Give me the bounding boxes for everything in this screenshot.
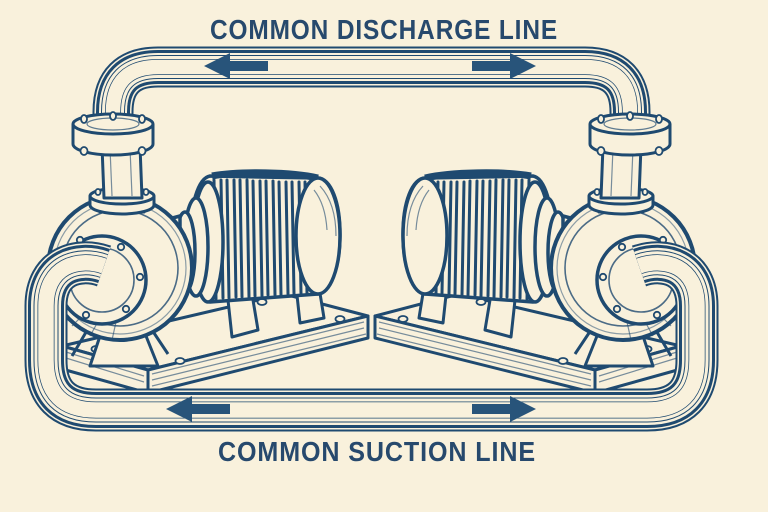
- suction-line-label: COMMON SUCTION LINE: [218, 436, 536, 467]
- flow-arrow-discharge-right: [472, 53, 536, 79]
- flow-arrow-suction-right: [472, 396, 536, 422]
- common-discharge-pipe: [113, 67, 630, 154]
- discharge-line-label: COMMON DISCHARGE LINE: [210, 14, 558, 45]
- flow-arrow-suction-left: [166, 396, 230, 422]
- flow-arrow-discharge-left: [204, 53, 268, 79]
